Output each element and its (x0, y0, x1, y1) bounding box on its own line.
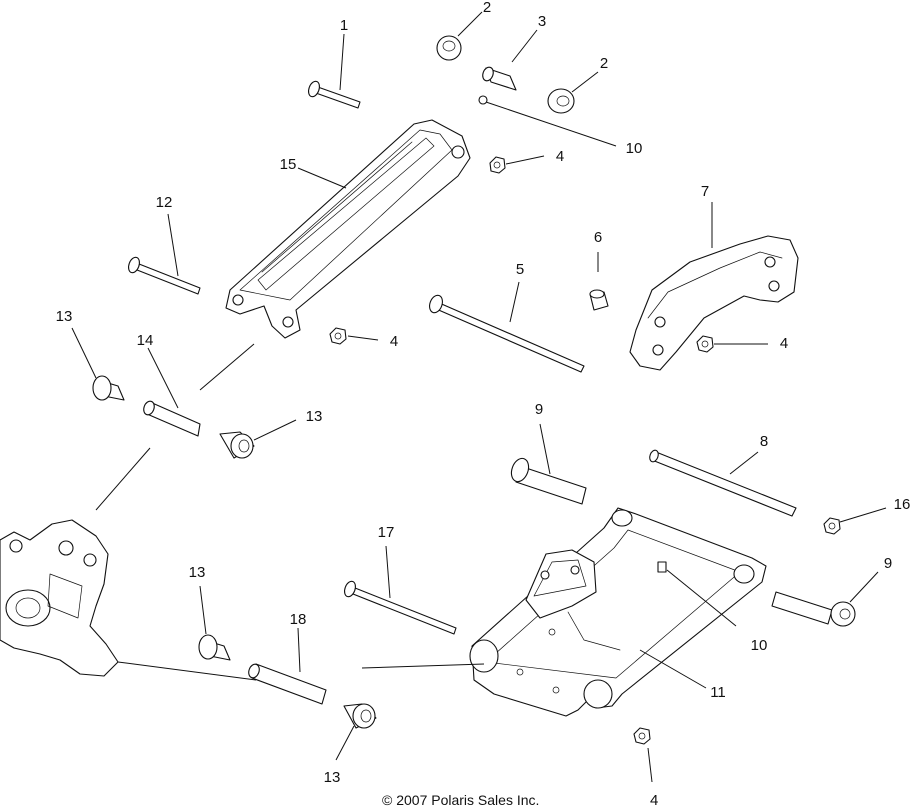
fitting-part-10-top (478, 95, 488, 105)
sleeve-part-3 (482, 66, 517, 91)
knuckle-housing (0, 519, 119, 677)
bolt-part-5 (429, 294, 585, 373)
bushing-part-13-a (92, 375, 125, 401)
nut-part-4-d (633, 727, 651, 745)
callout-4-bottom: 4 (650, 792, 659, 809)
nut-part-4-a (489, 156, 506, 174)
callout-7: 7 (701, 183, 709, 200)
callout-8: 8 (760, 433, 768, 450)
nut-part-4-b (329, 327, 347, 345)
callout-13-c: 13 (189, 564, 206, 581)
bushing-part-13-c (198, 634, 231, 661)
callout-10-lower: 10 (751, 637, 768, 654)
callout-11: 11 (710, 684, 726, 701)
bushing-part-13-d (343, 703, 377, 729)
bolt-part-12 (128, 256, 201, 295)
bolt-part-17 (344, 580, 457, 635)
fitting-part-6 (589, 289, 609, 311)
callout-9-right: 9 (884, 555, 892, 572)
nut-part-4-c (696, 335, 714, 353)
callout-13-d: 13 (324, 769, 341, 786)
sleeve-part-14 (143, 400, 201, 437)
bushing-part-2-left (436, 35, 462, 61)
callout-labels: 1 2 3 2 10 4 15 7 6 12 5 4 4 13 14 13 9 … (56, 0, 911, 786)
callout-4-top: 4 (556, 148, 564, 165)
callout-17: 17 (378, 524, 395, 541)
upper-arm-part-15 (225, 119, 471, 339)
copyright-text: © 2007 Polaris Sales Inc. (382, 792, 540, 808)
callout-4-mid: 4 (390, 333, 398, 350)
callout-14: 14 (137, 332, 154, 349)
callout-2-top: 2 (483, 0, 491, 16)
bushing-part-13-b (219, 431, 255, 459)
sleeve-part-18 (248, 663, 327, 705)
callout-10-top: 10 (626, 140, 643, 157)
shaft-part-8 (649, 449, 797, 517)
callout-6: 6 (594, 229, 602, 246)
bushing-part-2-right (547, 88, 575, 114)
callout-9-top: 9 (535, 401, 543, 418)
callout-15: 15 (280, 156, 297, 173)
nut-part-16 (823, 517, 841, 535)
callout-13-b: 13 (306, 408, 323, 425)
bolt-part-1 (308, 80, 361, 109)
callout-5: 5 (516, 261, 524, 278)
bushing-part-9-right (771, 591, 856, 627)
callout-13-a: 13 (56, 308, 73, 325)
callout-3: 3 (538, 13, 546, 30)
callout-4-right: 4 (780, 335, 788, 352)
callout-18: 18 (290, 611, 307, 628)
callout-2-right: 2 (600, 55, 608, 72)
callout-16: 16 (894, 496, 911, 513)
fitting-part-10-lower (657, 561, 667, 573)
bracket-part-7 (629, 235, 799, 371)
leader-lines (71, 11, 887, 783)
callout-12: 12 (156, 194, 173, 211)
bushing-part-9-top (510, 457, 587, 505)
callout-1: 1 (340, 17, 348, 34)
